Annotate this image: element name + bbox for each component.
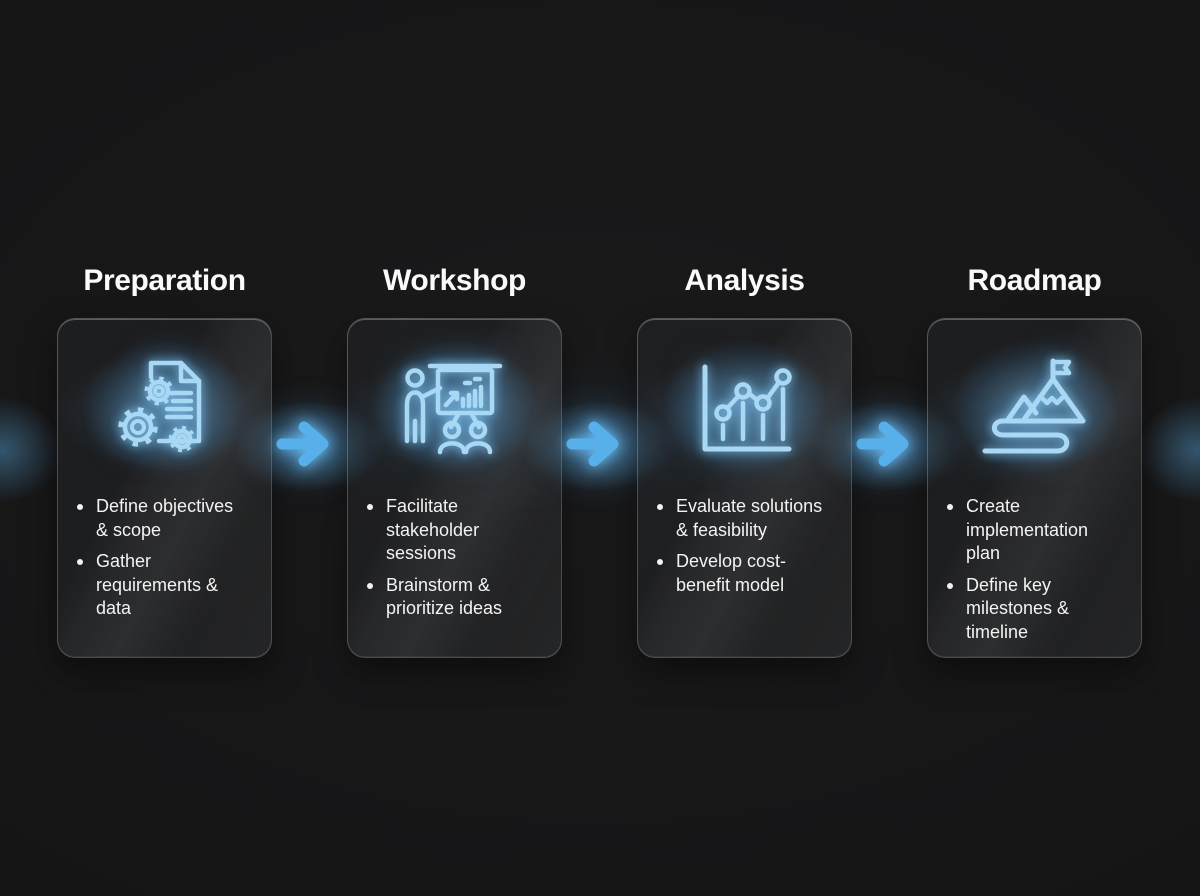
flow-arrow-icon: [566, 418, 630, 470]
list-item: Develop cost- benefit model: [656, 550, 841, 597]
bullet-line: timeline: [966, 621, 1029, 642]
bullet-line: prioritize ideas: [386, 598, 503, 618]
flow-arrow-icon: [856, 418, 920, 470]
icon-wrap: [348, 351, 561, 467]
bullet-list: Facilitate stakeholder sessions Brainsto…: [366, 495, 551, 629]
bullet-line: Evaluate solutions: [676, 496, 823, 516]
list-item: Facilitate stakeholder sessions: [366, 495, 551, 566]
bullet-list: Evaluate solutions & feasibility Develop…: [656, 495, 841, 605]
bullet-line: Brainstorm &: [386, 574, 491, 595]
document-gears-icon: [117, 360, 201, 453]
bullet-line: & feasibility: [676, 519, 768, 540]
bullet-line: data: [96, 598, 132, 618]
bullet-list: Create implementation plan Define key mi…: [946, 495, 1131, 652]
bullet-line: sessions: [386, 543, 457, 563]
bullet-line: implementation: [966, 519, 1089, 540]
flow-arrow-icon: [276, 418, 340, 470]
list-item: Define objectives & scope: [76, 495, 261, 542]
bullet-line: milestones &: [966, 598, 1070, 618]
icon-wrap: [638, 351, 851, 467]
bullet-line: benefit model: [676, 574, 785, 595]
bullet-list: Define objectives & scope Gather require…: [76, 495, 261, 629]
step-title-workshop: Workshop: [383, 264, 526, 297]
bullet-line: & scope: [96, 519, 162, 540]
list-item: Define key milestones & timeline: [946, 574, 1131, 645]
bullet-line: Create: [966, 496, 1021, 516]
bullet-line: Facilitate: [386, 496, 459, 516]
card-analysis: Evaluate solutions & feasibility Develop…: [637, 318, 852, 658]
icon-wrap: [928, 351, 1141, 467]
list-item: Gather requirements & data: [76, 550, 261, 621]
mountain-flag-icon: [982, 358, 1085, 454]
card-roadmap: Create implementation plan Define key mi…: [927, 318, 1142, 658]
step-title-preparation: Preparation: [83, 264, 246, 297]
bullet-line: Gather: [96, 551, 152, 571]
trend-chart-icon: [702, 364, 792, 452]
list-item: Brainstorm & prioritize ideas: [366, 574, 551, 621]
card-workshop: Facilitate stakeholder sessions Brainsto…: [347, 318, 562, 658]
list-item: Create implementation plan: [946, 495, 1131, 566]
step-title-analysis: Analysis: [684, 264, 805, 297]
step-title-roadmap: Roadmap: [967, 264, 1102, 297]
bullet-line: Define objectives: [96, 496, 234, 516]
list-item: Evaluate solutions & feasibility: [656, 495, 841, 542]
presentation-icon: [404, 363, 502, 455]
icon-wrap: [58, 351, 271, 467]
bullet-line: Define key: [966, 574, 1052, 595]
bullet-line: Develop cost-: [676, 551, 787, 571]
bullet-line: plan: [966, 543, 1001, 563]
bullet-line: requirements &: [96, 574, 219, 595]
bullet-line: stakeholder: [386, 519, 480, 540]
card-preparation: Define objectives & scope Gather require…: [57, 318, 272, 658]
